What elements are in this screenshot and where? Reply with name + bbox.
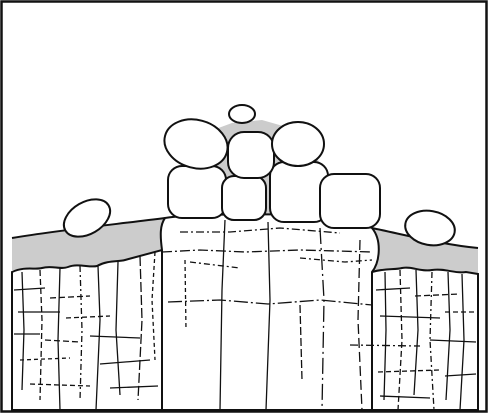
stone-lower-1 bbox=[168, 166, 226, 218]
stone-lower-2 bbox=[222, 176, 266, 220]
stone-lower-4 bbox=[320, 174, 380, 228]
stone-upper-2 bbox=[228, 132, 274, 178]
stone-top bbox=[229, 105, 255, 123]
stone-upper-3 bbox=[272, 122, 324, 166]
